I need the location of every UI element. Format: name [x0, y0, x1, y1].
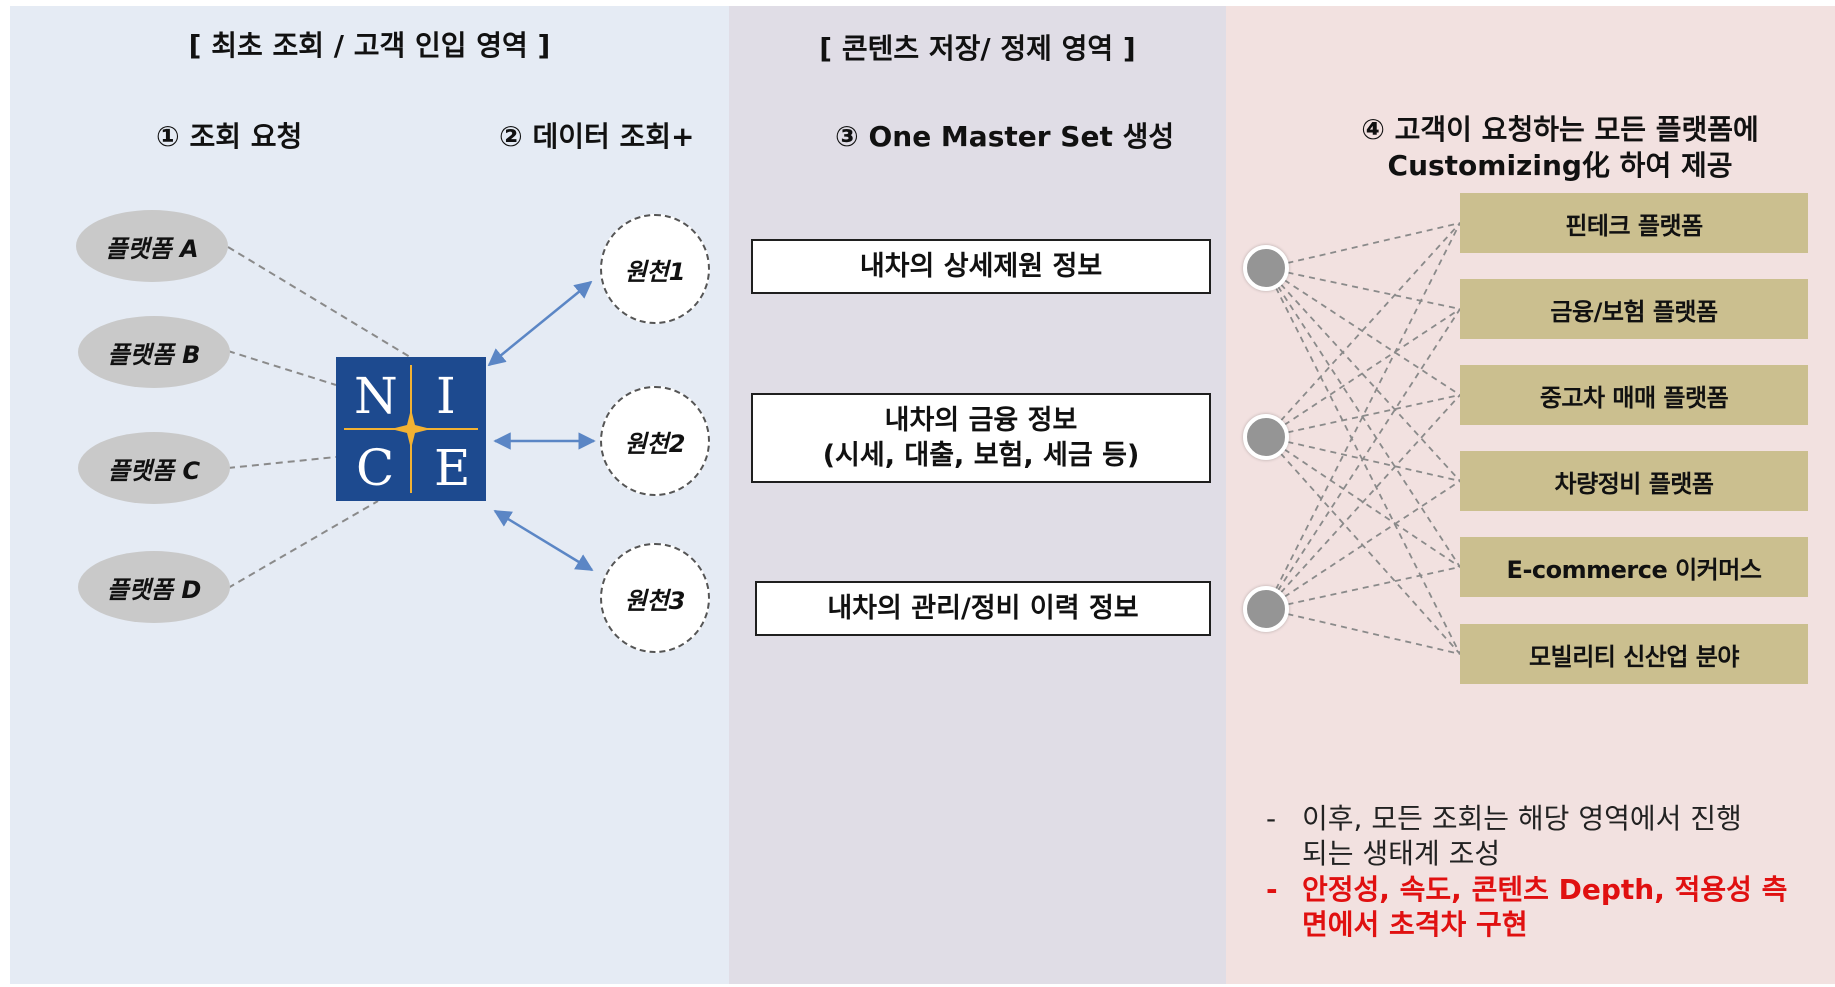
- content-storage-area: [729, 6, 1226, 984]
- note-2-line1: 안정성, 속도, 콘텐츠 Depth, 적용성 측: [1302, 873, 1788, 906]
- note-2-line2: 면에서 초격차 구현: [1302, 908, 1528, 941]
- note-1-dash: -: [1266, 802, 1277, 835]
- left-section-title: [ 최초 조회 / 고객 인입 영역 ]: [188, 29, 551, 62]
- step3-heading: ③ One Master Set 생성: [835, 120, 1175, 153]
- note-1-continued: 되는 생태계 조성: [1266, 835, 1826, 872]
- vehicle-maintenance-info-label: 내차의 관리/정비 이력 정보: [827, 592, 1139, 624]
- ecommerce-platform-box: E-commerce 이커머스: [1460, 537, 1808, 597]
- nice-letter-c: C: [356, 439, 395, 497]
- platform-b-ellipse: 플랫폼 B: [78, 316, 230, 388]
- nice-letter-n: N: [354, 367, 398, 425]
- note-2-continued: 면에서 초격차 구현: [1266, 906, 1826, 943]
- used-car-trading-platform-box: 중고차 매매 플랫폼: [1460, 365, 1808, 425]
- nice-logo: N I C E: [336, 357, 486, 501]
- mobility-new-industry-box: 모빌리티 신산업 분야: [1460, 624, 1808, 684]
- source-2-circle: 원천2: [600, 386, 710, 496]
- nice-letter-i: I: [436, 367, 456, 425]
- vehicle-spec-info-label: 내차의 상세제원 정보: [859, 250, 1103, 282]
- nice-star-icon: [344, 365, 478, 493]
- vehicle-finance-info-detail: (시세, 대출, 보험, 세금 등): [822, 440, 1140, 471]
- note-1-line1: 이후, 모든 조회는 해당 영역에서 진행: [1302, 802, 1742, 835]
- vehicle-finance-info-box: 내차의 금융 정보 (시세, 대출, 보험, 세금 등): [751, 393, 1211, 483]
- middle-section-title: [ 콘텐츠 저장/ 정제 영역 ]: [819, 32, 1136, 65]
- note-1: - 이후, 모든 조회는 해당 영역에서 진행: [1266, 800, 1826, 837]
- note-2: - 안정성, 속도, 콘텐츠 Depth, 적용성 측: [1266, 871, 1826, 908]
- step4-heading-line1: ④ 고객이 요청하는 모든 플랫폼에: [1361, 113, 1759, 146]
- vehicle-finance-info-title: 내차의 금융 정보: [884, 404, 1078, 436]
- vehicle-spec-info-box: 내차의 상세제원 정보: [751, 239, 1211, 294]
- platform-to-hub-links: [227, 246, 411, 589]
- hub-to-source-arrows: [487, 280, 596, 572]
- note-1-line2: 되는 생태계 조성: [1302, 837, 1501, 870]
- step1-heading: ① 조회 요청: [156, 120, 303, 153]
- node-to-platform-links: [1265, 222, 1461, 655]
- platform-c-ellipse: 플랫폼 C: [78, 432, 230, 504]
- note-2-dash: -: [1266, 873, 1278, 906]
- nice-letter-e: E: [434, 439, 471, 497]
- car-maintenance-platform-box: 차량정비 플랫폼: [1460, 451, 1808, 511]
- platform-a-ellipse: 플랫폼 A: [76, 210, 228, 282]
- source-3-circle: 원천3: [600, 543, 710, 653]
- fintech-platform-box: 핀테크 플랫폼: [1460, 193, 1808, 253]
- source-1-circle: 원천1: [600, 214, 710, 324]
- step4-heading-line2: Customizing化 하여 제공: [1387, 149, 1733, 182]
- distribution-node-1: [1243, 245, 1289, 291]
- step2-heading: ② 데이터 조회+: [499, 120, 695, 153]
- distribution-node-3: [1243, 586, 1289, 632]
- distribution-node-2: [1243, 414, 1289, 460]
- platform-d-ellipse: 플랫폼 D: [78, 551, 230, 623]
- finance-insurance-platform-box: 금융/보험 플랫폼: [1460, 279, 1808, 339]
- vehicle-maintenance-info-box: 내차의 관리/정비 이력 정보: [755, 581, 1211, 636]
